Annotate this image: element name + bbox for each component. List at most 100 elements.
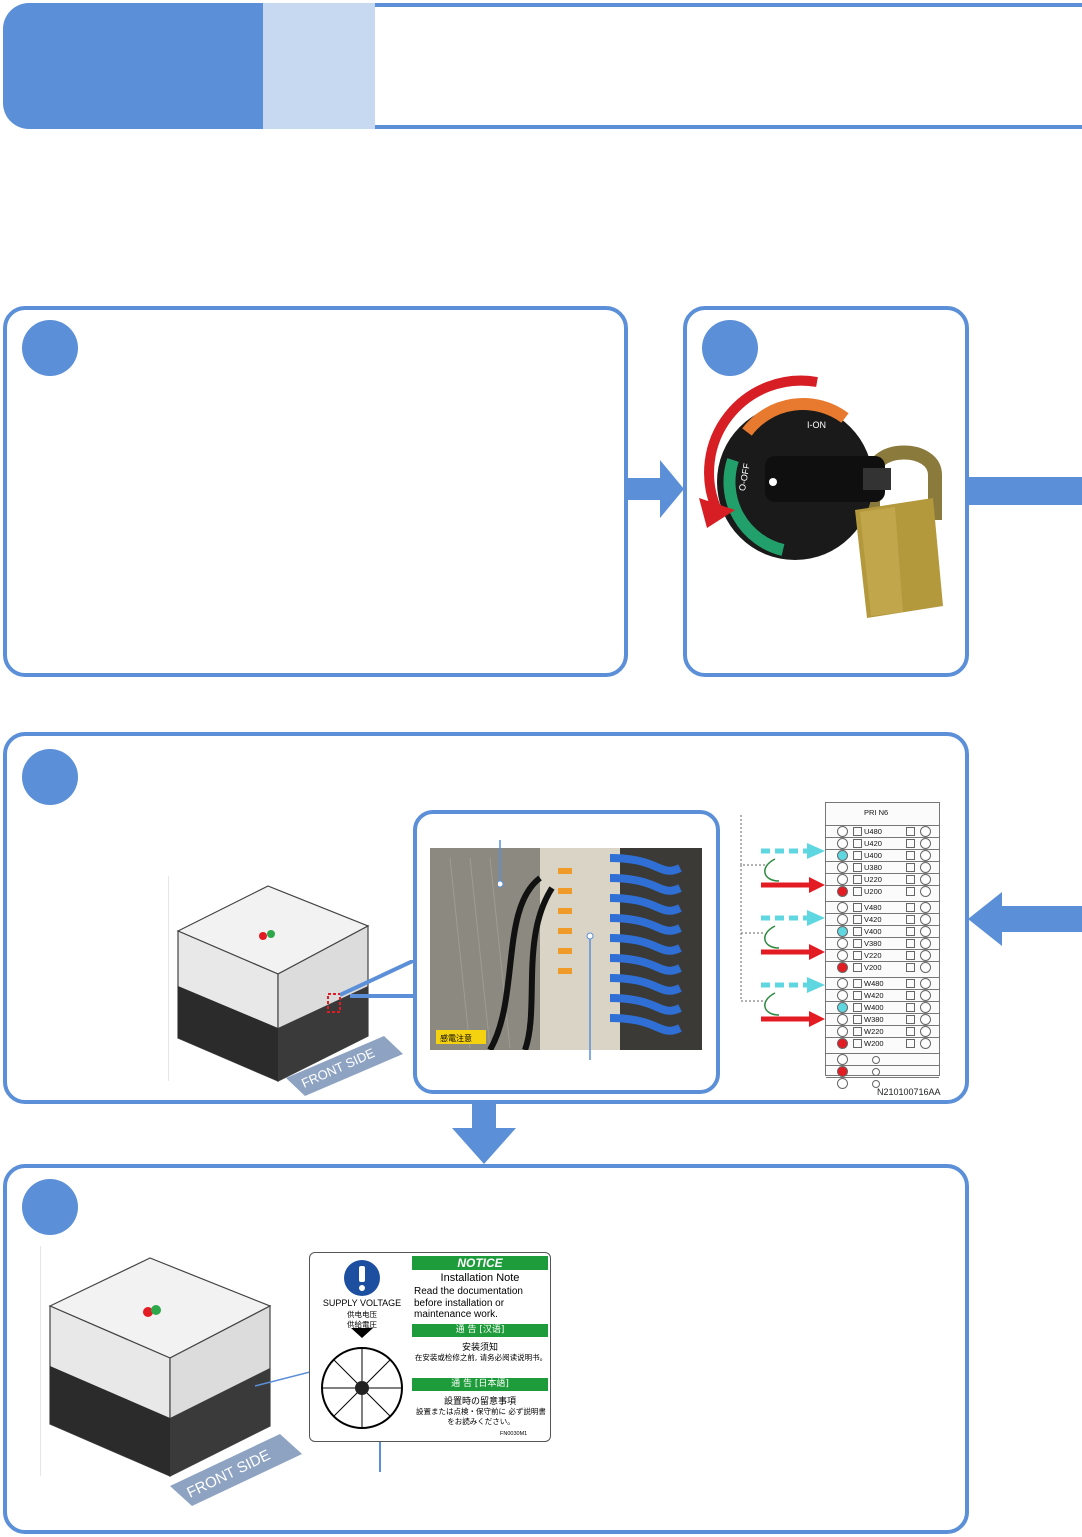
caution-sticker: 感電注意 [440, 1033, 472, 1043]
terminal-screw [920, 978, 931, 989]
terminal-screw [920, 886, 931, 897]
terminal-label: V420 [864, 915, 882, 924]
terminal-code: N210100716AA [877, 1087, 941, 1097]
terminal-slot [906, 839, 915, 848]
terminal-screw [920, 938, 931, 949]
supply-voltage-jp: 供給電圧 [347, 1320, 377, 1329]
terminal-row: U480 [826, 825, 939, 837]
step-2-number-badge [702, 320, 758, 376]
photo-leader-lines [498, 840, 594, 1060]
step-4-number-badge [22, 1179, 78, 1235]
notice-bar-cn: 通 告 [汉语] [412, 1324, 548, 1337]
ground-icon [872, 1068, 880, 1076]
notice-body-en: Read the documentation before installati… [414, 1286, 523, 1320]
terminal-slot [853, 1003, 862, 1012]
terminal-row: W480 [826, 977, 939, 989]
terminal-screw [837, 938, 848, 949]
terminal-ground-row [826, 1077, 939, 1089]
terminal-label: W220 [864, 1027, 884, 1036]
terminal-slot [853, 915, 862, 924]
terminal-row: U200 [826, 885, 939, 897]
supply-voltage-dial [321, 1260, 403, 1429]
terminal-photo-image: 感電注意 [430, 848, 702, 1050]
terminal-slot [906, 875, 915, 884]
terminal-slot [906, 1015, 915, 1024]
terminal-screw [920, 914, 931, 925]
notice-body-jp: 設置または点検・保守前に 必ず説明書をお読みください。 [416, 1407, 546, 1426]
terminal-label: W400 [864, 1003, 884, 1012]
notice-body-cn: 在安装或检修之前, 请务必阅读说明书。 [414, 1353, 548, 1362]
terminal-row: V200 [826, 961, 939, 973]
notice-title-cn: 安装须知 [461, 1343, 498, 1353]
terminal-screw [837, 826, 848, 837]
terminal-slot [853, 1027, 862, 1036]
notice-title-jp: 設置時の留意事項 [443, 1397, 516, 1407]
step-3-number-badge [22, 749, 78, 805]
arrow-down-icon [452, 1104, 516, 1164]
terminal-screw [837, 1014, 848, 1025]
terminal-screw [920, 950, 931, 961]
terminal-slot [853, 1015, 862, 1024]
terminal-slot [853, 939, 862, 948]
notice-leader-line [379, 1442, 381, 1472]
terminal-row: V220 [826, 949, 939, 961]
terminal-slot [853, 839, 862, 848]
terminal-screw [920, 862, 931, 873]
terminal-slot [853, 851, 862, 860]
switch-on-label: I-ON [807, 420, 826, 430]
terminal-screw [837, 962, 848, 973]
terminal-screw [920, 926, 931, 937]
terminal-slot [853, 951, 862, 960]
terminal-row: U420 [826, 837, 939, 849]
terminal-slot [906, 1027, 915, 1036]
terminal-row: V400 [826, 925, 939, 937]
ground-icon [872, 1056, 880, 1064]
machine-image-1: FRONT SIDE [168, 876, 403, 1096]
terminal-slot [853, 827, 862, 836]
terminal-label: U420 [864, 839, 882, 848]
terminal-label: W200 [864, 1039, 884, 1048]
terminal-screw [920, 874, 931, 885]
terminal-row: W420 [826, 989, 939, 1001]
terminal-screw [837, 902, 848, 913]
switch-off-label: O-OFF [737, 462, 752, 492]
terminal-label: U200 [864, 887, 882, 896]
terminal-screw [920, 902, 931, 913]
notice-title-en: Installation Note [440, 1272, 520, 1284]
terminal-row: W380 [826, 1013, 939, 1025]
zoom-connector [340, 960, 416, 998]
terminal-label: V220 [864, 951, 882, 960]
header-band-dark [3, 3, 265, 129]
terminal-label: W480 [864, 979, 884, 988]
terminal-screw [920, 1014, 931, 1025]
terminal-screw [920, 838, 931, 849]
terminal-row: U220 [826, 873, 939, 885]
terminal-slot [906, 915, 915, 924]
arrow-out-right [968, 477, 1082, 505]
terminal-ground-row [826, 1065, 939, 1077]
terminal-screw [837, 990, 848, 1001]
terminal-slot [853, 863, 862, 872]
terminal-slot [906, 863, 915, 872]
terminal-slot [906, 827, 915, 836]
notice-bar-jp: 通 告 [日本語] [412, 1378, 548, 1391]
terminal-screw [837, 886, 848, 897]
terminal-slot [906, 903, 915, 912]
terminal-screw [837, 874, 848, 885]
terminal-screw [837, 1026, 848, 1037]
terminal-row: U400 [826, 849, 939, 861]
terminal-screw [920, 990, 931, 1001]
terminal-screw [920, 1002, 931, 1013]
step-1-number-badge [22, 320, 78, 376]
step-1-panel [3, 306, 628, 677]
terminal-screw [837, 1002, 848, 1013]
supply-voltage-cn: 供电电压 [347, 1310, 377, 1319]
terminal-slot [853, 927, 862, 936]
terminal-label: V480 [864, 903, 882, 912]
terminal-screw [920, 850, 931, 861]
terminal-screw [920, 962, 931, 973]
terminal-screw [837, 950, 848, 961]
terminal-slot [906, 951, 915, 960]
terminal-row: V380 [826, 937, 939, 949]
